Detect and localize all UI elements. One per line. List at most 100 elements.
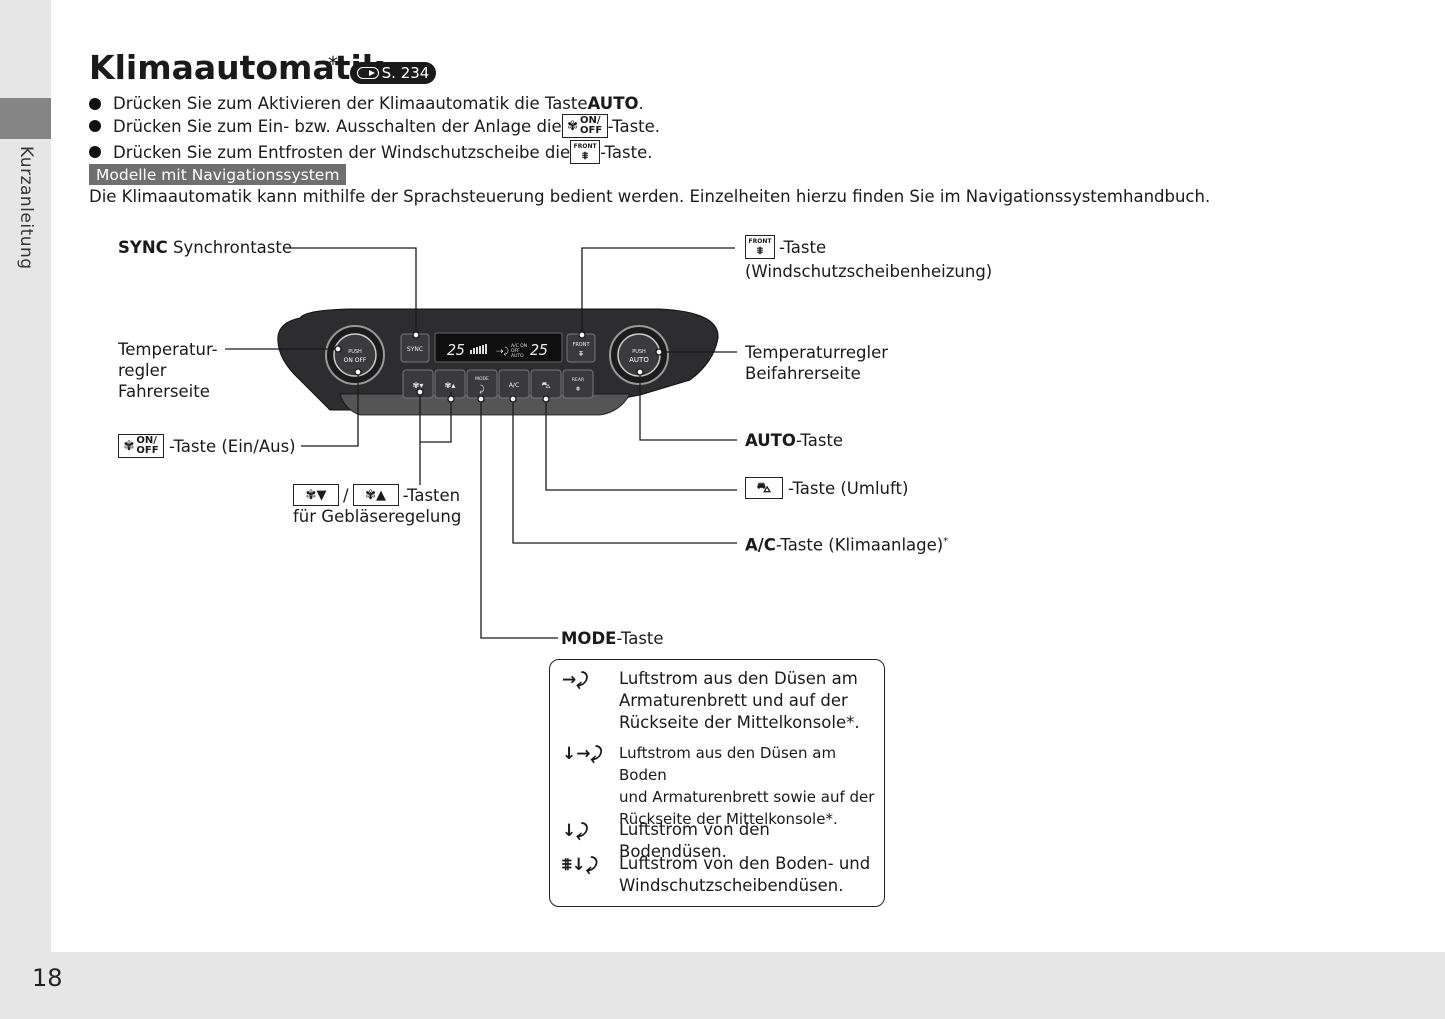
callout-front: FRONT⩨ -Taste [745,235,826,259]
callout-ac-text: -Taste (Klimaanlage) [775,535,944,555]
fan-down-panel-icon: ✾▾ [413,381,424,390]
footnote-star: * [943,536,949,547]
vent-bilevel-icon: ↓→⤸ [562,744,601,764]
fan-icon: ✾ [567,118,579,134]
callout-fan: ✾▼ / ✾▲ -Tasten [293,484,460,506]
display-temp-left: 25 [447,341,465,359]
callout-auto: AUTO-Taste [745,430,843,451]
callout-auto-bold: AUTO [745,431,796,450]
recirc-panel-icon: ⛍ [541,381,550,391]
arrow-right-icon [356,67,379,79]
legend-text: Luftstrom von den Bodendüsen. [619,820,770,861]
bullet-text: Drücken Sie zum Ein- bzw. Ausschalten de… [113,116,562,136]
left-knob-push-label: PUSH [348,349,362,355]
callout-onoff: ✾ON/OFF -Taste (Ein/Aus) [118,434,296,458]
side-margin [0,0,51,1019]
bullet-dot-icon [89,146,101,158]
left-temp-knob [333,333,377,377]
callout-sync: SYNC Synchrontaste [118,237,292,258]
rear-panel-label: REAR [572,377,584,383]
legend-row: ↓⤸ Luftstrom von den Bodendüsen. [550,819,886,861]
display-temp-right: 25 [530,341,548,359]
display-ac-on: A/C ON [511,343,527,349]
display-vent-icon: ⇢⤸ [496,347,510,357]
callout-recirc: ⛍ -Taste (Umluft) [745,477,908,499]
section-tab-marker [0,98,51,139]
fan-down-panel-button [402,369,434,399]
callout-recirc-text: -Taste (Umluft) [788,478,909,498]
fan-up-panel-icon: ✾▴ [445,381,456,390]
vent-floor-icon: ↓⤸ [562,821,587,841]
on-off-button-icon: ✾ON/OFF [118,434,164,458]
bullet-text: Drücken Sie zum Aktivieren der Klimaauto… [113,94,588,113]
legend-row: →⤸ Luftstrom aus den Düsen am Armaturenb… [550,668,886,740]
callout-sync-text: Synchrontaste [167,238,292,257]
bullet-item: Drücken Sie zum Entfrosten der Windschut… [89,140,652,164]
legend-text: Luftstrom von den Boden- und Windschutzs… [619,854,871,895]
callout-auto-text: -Taste [795,431,844,450]
callout-fan-line2: für Gebläseregelung [293,507,462,526]
fan-up-button-icon: ✾▲ [352,484,399,506]
callout-onoff-text: -Taste (Ein/Aus) [169,436,296,456]
bullet-text: Drücken Sie zum Entfrosten der Windschut… [113,142,571,162]
callout-front-text: -Taste [779,237,827,257]
front-defrost-button-icon: FRONT⩨ [745,235,775,259]
legend-row: ⩨↓⤸ Luftstrom von den Boden- und Windsch… [550,853,886,899]
callout-front-line2: (Windschutzscheibenheizung) [745,262,993,281]
page-reference-text: S. 234 [381,64,430,82]
bullet-bold: AUTO [587,94,639,113]
callout-ac-bold: A/C [745,535,776,555]
bullet-dot-icon [89,97,101,110]
callout-temp-driver: Temperatur- regler Fahrerseite [118,340,218,401]
legend-text: Luftstrom aus den Düsen am Boden und Arm… [619,744,875,828]
bullet-item: Drücken Sie zum Aktivieren der Klimaauto… [89,94,644,113]
fan-icon: ✾ [123,438,135,454]
fan-down-button-icon: ✾▼ [293,484,339,506]
right-knob-push-label: PUSH [632,349,646,355]
models-badge: Modelle mit Navigationssystem [89,164,347,185]
front-panel-defrost-icon: ⩨ [579,349,584,358]
callout-sync-bold: SYNC [118,238,168,257]
leader-lines [225,247,737,639]
page-title: Klimaautomatik [89,48,384,87]
control-panel-lower-trim [339,393,631,416]
bullet-text: -Taste. [607,116,661,136]
footer-bar [0,952,1445,1019]
mode-panel-label: MODE [475,376,489,382]
front-panel-label: FRONT [572,342,590,348]
bullet-text: . [638,94,644,113]
legend-text: Luftstrom aus den Düsen am Armaturenbret… [619,669,860,732]
bullet-dot-icon [89,120,101,132]
vent-floor-defrost-icon: ⩨↓⤸ [562,855,597,875]
bullet-text: -Taste. [600,142,653,162]
callout-mode-text: -Taste [616,629,664,648]
page-number: 18 [32,964,63,992]
mode-legend-box: →⤸ Luftstrom aus den Düsen am Armaturenb… [549,659,885,907]
callout-ac: A/C-Taste (Klimaanlage)* [745,531,948,556]
vent-face-icon: →⤸ [562,670,587,690]
front-defrost-button-icon: FRONT⩨ [570,140,601,164]
on-label: ON/ [580,115,601,126]
bullet-item: Drücken Sie zum Ein- bzw. Ausschalten de… [89,114,660,138]
ac-panel-label: A/C [509,382,519,389]
right-knob-auto-label: AUTO [629,356,649,364]
display-off: OFF [511,348,520,354]
climate-display [434,332,563,363]
callout-fan-sep: / [343,485,349,505]
footnote-star: * [328,52,338,76]
legend-row: ↓→⤸ Luftstrom aus den Düsen am Boden und… [550,742,886,828]
sync-panel-label: SYNC [407,346,423,353]
page-reference-link[interactable]: S. 234 [350,62,436,84]
display-fan-bars [470,344,487,354]
front-label: FRONT [573,142,597,150]
intro-text: Die Klimaautomatik kann mithilfe der Spr… [89,187,1211,206]
leader-dots [334,331,663,403]
callout-mode-bold: MODE [561,629,617,648]
callout-mode: MODE-Taste [561,628,664,649]
on-off-button-icon: ✾ON/OFF [561,114,608,138]
defrost-icon: ⩨ [582,148,589,162]
left-knob-onoff-label: ON OFF [344,357,367,364]
callout-fan-text: -Tasten [402,485,461,505]
off-label: OFF [580,125,603,136]
